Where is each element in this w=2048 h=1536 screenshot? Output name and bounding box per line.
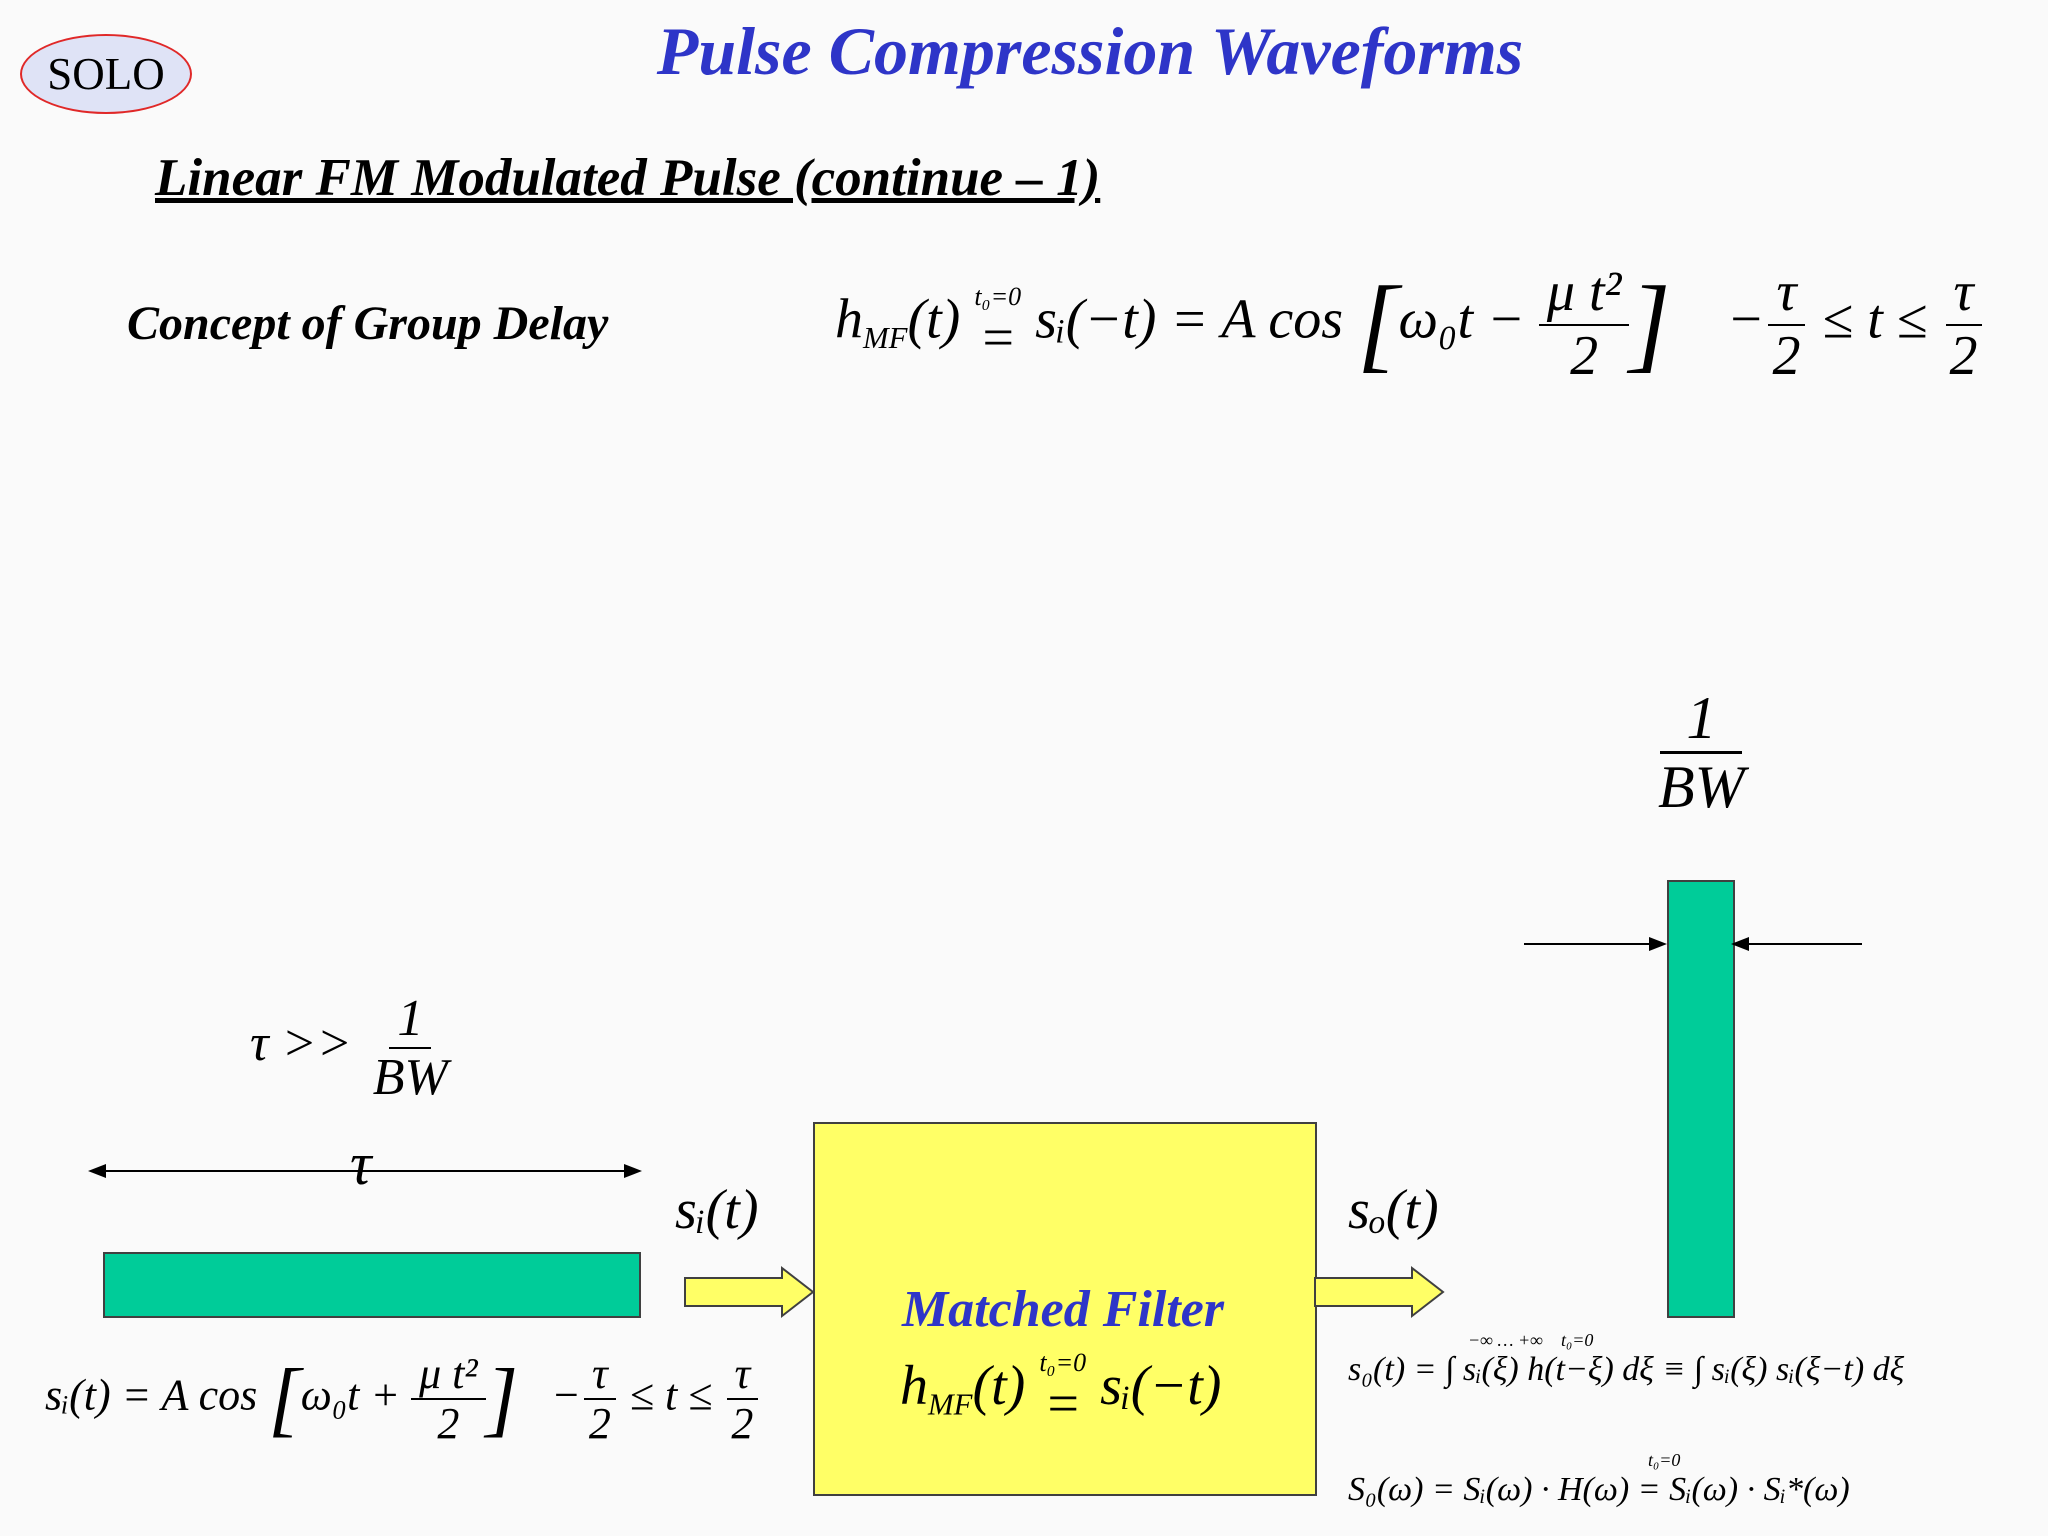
output-width-arrows xyxy=(1524,937,1862,951)
input-flow-arrow xyxy=(684,1265,815,1319)
block-eq-cond: t₀=0 xyxy=(1039,1348,1087,1377)
mf-arg: (t) xyxy=(907,288,961,351)
mf-phase-num: μ t² xyxy=(1538,261,1630,326)
mf-range-mid: ≤ t ≤ xyxy=(1822,288,1928,351)
mf-phase: ω₀t − xyxy=(1398,288,1525,351)
So-freq: S₀(ω) = Sᵢ(ω) · H(ω) = Sᵢ(ω) · Sᵢ*(ω) xyxy=(1348,1471,1850,1508)
output-spectrum-formula: t₀=0 S₀(ω) = Sᵢ(ω) · H(ω) = Sᵢ(ω) · Sᵢ*(… xyxy=(1348,1450,1850,1509)
page-title: Pulse Compression Waveforms xyxy=(656,13,1524,89)
block-eq-lhs-sub: MF xyxy=(928,1387,973,1422)
output-width-den: BW xyxy=(1658,754,1745,820)
matched-filter-title: Matched Filter xyxy=(901,1281,1225,1338)
input-width-arrow xyxy=(88,1164,642,1178)
so-cond: t₀=0 xyxy=(1560,1330,1594,1350)
concept-label: Concept of Group Delay xyxy=(127,297,609,350)
mf-lhs-sub: MF xyxy=(863,321,908,356)
output-flow-arrow xyxy=(1314,1265,1445,1319)
output-convolution-formula: −∞ … +∞ t₀=0 s₀(t) = ∫ sᵢ(ξ) h(t−ξ) dξ ≡… xyxy=(1348,1330,1904,1389)
so-time: s₀(t) = ∫ sᵢ(ξ) h(t−ξ) dξ ≡ ∫ sᵢ(ξ) sᵢ(ξ… xyxy=(1348,1351,1905,1388)
mf-rhs: sᵢ(−t) = A cos xyxy=(1035,288,1344,351)
block-cond-equals: t₀=0= xyxy=(1039,1348,1087,1435)
condition-den: BW xyxy=(372,1049,448,1107)
si-range-mid: ≤ t ≤ xyxy=(629,1370,713,1420)
so-limits: −∞ … +∞ xyxy=(1468,1330,1543,1350)
mf-phase-den: 2 xyxy=(1570,324,1599,387)
output-signal-label: sₒ(t) xyxy=(1348,1179,1439,1241)
si-lhs: sᵢ(t) = A cos xyxy=(45,1370,258,1420)
mf-cond-equals: t₀=0= xyxy=(974,281,1022,369)
matched-filter-block xyxy=(813,1122,1317,1496)
mf-cond: t₀=0 xyxy=(974,281,1022,311)
solo-logo: SOLO xyxy=(20,34,192,114)
compressed-pulse xyxy=(1667,880,1735,1318)
condition-lhs: τ >> xyxy=(250,1015,352,1073)
section-subtitle: Linear FM Modulated Pulse (continue – 1) xyxy=(155,149,1101,207)
condition-num: 1 xyxy=(389,990,432,1050)
si-phase: ω₀t + xyxy=(300,1370,401,1420)
block-eq-arg: (t) xyxy=(972,1354,1026,1417)
si-range-minus: − xyxy=(551,1370,581,1420)
So-cond: t₀=0 xyxy=(1648,1450,1681,1470)
block-eq-lhs: h xyxy=(900,1354,928,1417)
mf-range-minus: − xyxy=(1726,288,1765,351)
mf-lhs: h xyxy=(835,288,863,351)
input-signal-label: sᵢ(t) xyxy=(675,1179,759,1241)
input-width-tau: τ xyxy=(350,1131,372,1197)
output-width-num: 1 xyxy=(1660,685,1743,754)
input-pulse xyxy=(103,1252,641,1318)
block-eq-rhs: sᵢ(−t) xyxy=(1100,1354,1222,1417)
matched-filter-equation: hMF(t) t₀=0= sᵢ(−t) xyxy=(900,1348,1222,1435)
